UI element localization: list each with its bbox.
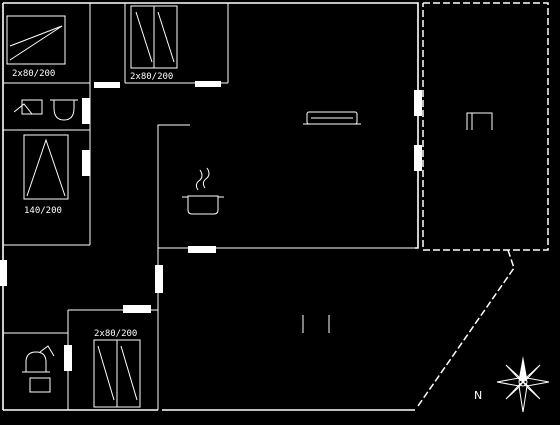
door <box>414 145 422 171</box>
toilet-bottom <box>22 345 55 393</box>
bed-top-left <box>6 15 66 65</box>
door <box>188 246 216 253</box>
compass-north-label: N <box>474 389 482 402</box>
bed-label: 2x80/200 <box>94 329 137 339</box>
door <box>155 265 163 293</box>
door <box>82 150 90 176</box>
doors <box>0 81 422 371</box>
compass-rose-icon <box>496 356 550 413</box>
door <box>414 90 422 116</box>
toilet-top <box>13 99 78 121</box>
outer-walls <box>2 2 419 411</box>
bed-bottom-left <box>93 339 141 408</box>
door <box>123 305 151 313</box>
bed-left <box>23 134 69 200</box>
door <box>82 98 90 124</box>
bed-label: 140/200 <box>24 206 62 216</box>
sofa-icon <box>303 111 361 125</box>
bed-label: 2x80/200 <box>12 69 55 79</box>
door <box>0 260 7 286</box>
terrace-outline <box>417 2 549 407</box>
door <box>64 345 72 371</box>
bed-top-middle <box>130 5 178 69</box>
door <box>195 81 221 87</box>
stove-icon <box>182 167 224 215</box>
table-icon <box>302 315 330 333</box>
fireplace-icon <box>466 112 493 130</box>
door <box>94 82 120 88</box>
bed-label: 2x80/200 <box>130 72 173 82</box>
